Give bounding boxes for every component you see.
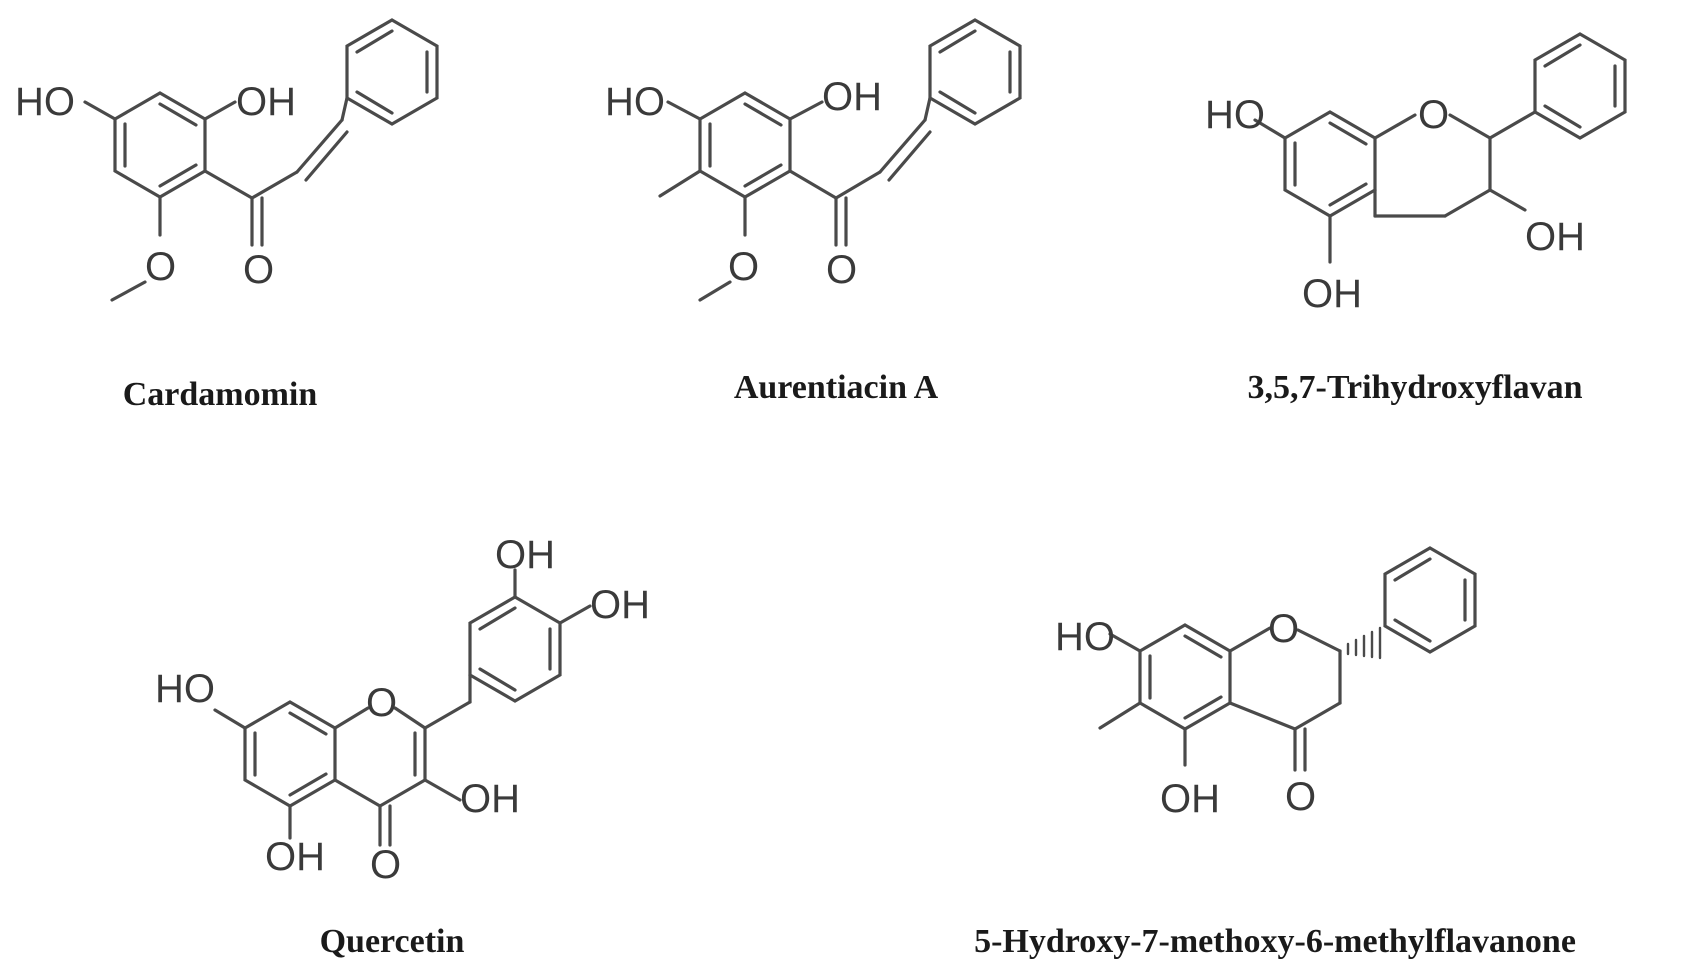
atom-label: O bbox=[1285, 775, 1316, 819]
atom-label: O bbox=[1418, 93, 1449, 137]
molecule-quercetin: OH OH HO O OH OH O Quercetin bbox=[155, 533, 650, 960]
molecule-cardamomin: HO OH O O Cardamomin bbox=[15, 18, 439, 413]
compound-name: Cardamomin bbox=[123, 376, 318, 413]
atom-label: OH bbox=[1160, 777, 1220, 821]
atom-label: OH bbox=[495, 533, 555, 577]
atom-label: OH bbox=[236, 80, 296, 124]
atom-label: HO bbox=[155, 667, 215, 711]
atom-label: OH bbox=[1302, 272, 1362, 316]
atom-label: OH bbox=[590, 583, 650, 627]
atom-label: O bbox=[243, 248, 274, 292]
atom-label: HO bbox=[1205, 93, 1265, 137]
atom-label: OH bbox=[265, 835, 325, 879]
molecule-methylflavanone: HO O OH O 5-Hydroxy-7-methoxy-6-methylfl… bbox=[974, 546, 1576, 960]
atom-label: O bbox=[826, 248, 857, 292]
atom-label: HO bbox=[1055, 615, 1115, 659]
molecule-trihydroxyflavan: HO O OH OH 3,5,7-Trihydroxyflavan bbox=[1205, 32, 1627, 406]
atom-label: HO bbox=[605, 80, 665, 124]
atom-label: O bbox=[370, 843, 401, 887]
molecule-aurentiacin-a: HO OH O O Aurentiacin A bbox=[605, 18, 1022, 406]
atom-label: O bbox=[366, 681, 397, 725]
atom-label: OH bbox=[822, 75, 882, 119]
compound-name: 3,5,7-Trihydroxyflavan bbox=[1248, 369, 1583, 406]
compound-name: 5-Hydroxy-7-methoxy-6-methylflavanone bbox=[974, 923, 1576, 960]
atom-label: OH bbox=[460, 777, 520, 821]
atom-label: O bbox=[145, 245, 176, 289]
atom-label: O bbox=[1268, 607, 1299, 651]
compound-name: Aurentiacin A bbox=[734, 369, 939, 406]
atom-label: OH bbox=[1525, 215, 1585, 259]
atom-label: O bbox=[728, 245, 759, 289]
compound-name: Quercetin bbox=[320, 923, 465, 960]
atom-label: HO bbox=[15, 80, 75, 124]
